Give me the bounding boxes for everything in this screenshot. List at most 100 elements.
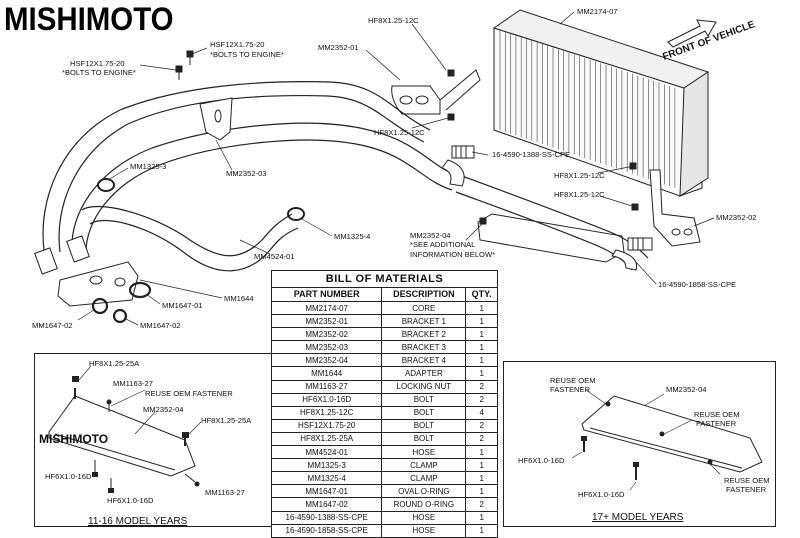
front-arrow <box>667 19 717 48</box>
fitting-left-2 <box>66 235 90 263</box>
bom-cell-part-number: MM1325-3 <box>270 458 383 473</box>
callout-hose-top: 16-4590-1388-SS-CPE <box>492 150 570 159</box>
bom-cell-part-number: MM2352-01 <box>270 314 383 329</box>
bom-cell-part-number: HSF12X1.75-20 <box>270 418 383 433</box>
detail-left-reuse: REUSE OEM FASTENER <box>145 389 233 398</box>
bom-cell-part-number: 16-4590-1388-SS-CPE <box>270 510 383 525</box>
bom-cell-part-number: MM1325-4 <box>270 471 383 486</box>
bom-cell-qty: 1 <box>465 445 498 460</box>
bom-cell-description: LOCKING NUT <box>381 379 467 394</box>
bom-cell-qty: 1 <box>465 510 498 525</box>
leader-lines <box>77 11 715 326</box>
bom-cell-part-number: MM1647-02 <box>270 497 383 512</box>
detail-left-nut-b: MM1163-27 <box>205 488 245 497</box>
cooler-core <box>492 9 710 197</box>
bom-cell-description: CORE <box>381 300 467 316</box>
bom-cell-qty: 1 <box>465 523 498 538</box>
detail-right-reuse-c2: FASTENER <box>726 485 767 494</box>
detail-left-logo: MISHIMOTO <box>39 432 109 446</box>
bom-cell-qty: 2 <box>465 379 498 394</box>
caption-11-16: 11-16 MODEL YEARS <box>88 516 188 527</box>
callout-hf8-top: HF8X1.25-12C <box>368 16 419 25</box>
bom-cell-qty: 1 <box>465 340 498 355</box>
bom-cell-qty: 1 <box>465 353 498 368</box>
bom-cell-qty: 1 <box>465 458 498 473</box>
callout-hsf-left-1: HSF12X1.75-20 <box>70 59 124 68</box>
detail-box-11-16: MISHIMOTO HF8X1.25-25A MM1163-27 REUSE O… <box>34 353 278 527</box>
o-ring-right <box>112 308 128 324</box>
caption-17-plus: 17+ MODEL YEARS <box>592 512 684 523</box>
fitting-left-1 <box>34 247 58 275</box>
detail-left-bolt-a: HF8X1.25-25A <box>89 359 140 368</box>
bom-cell-part-number: MM2352-02 <box>270 327 383 342</box>
detail-right-reuse-b2: FASTENER <box>696 419 737 428</box>
detail-right-reuse-a2: FASTENER <box>550 385 591 394</box>
bom-cell-part-number: MM1644 <box>270 366 383 381</box>
clamp-4 <box>287 207 305 221</box>
bom-cell-description: BRACKET 2 <box>381 327 467 342</box>
bracket-3 <box>199 97 233 141</box>
callout-hf8-right-1: HF8X1.25-12C <box>554 171 605 180</box>
hose-assembly <box>42 81 649 272</box>
bom-cell-description: HOSE <box>381 510 467 525</box>
bom-cell-qty: 1 <box>465 300 498 316</box>
detail-right-bolt-a: HF6X1.0-16D <box>518 456 565 465</box>
bom-cell-description: HOSE <box>381 523 467 538</box>
bom-cell-qty: 2 <box>465 431 498 447</box>
callout-hose-mid: MM4524-01 <box>254 252 295 261</box>
callout-hsf-left-2: *BOLTS TO ENGINE* <box>62 68 136 77</box>
detail-box-17-plus: REUSE OEM FASTENER MM2352-04 REUSE OEM F… <box>503 361 776 527</box>
bom-cell-qty: 1 <box>465 314 498 329</box>
bom-cell-description: OVAL O-RING <box>381 484 467 499</box>
oval-o-ring <box>128 281 152 299</box>
detail-right-bolt-b: HF6X1.0-16D <box>578 490 625 499</box>
bracket-4-detail-left <box>48 365 202 493</box>
bom-cell-qty: 2 <box>465 418 498 433</box>
bom-cell-qty: 2 <box>465 392 498 407</box>
bom-cell-part-number: HF8X1.25-12C <box>270 405 383 420</box>
callout-oring-2-left: MM1647-02 <box>32 321 73 330</box>
bom-header-qty: QTY. <box>465 287 498 302</box>
callout-hf8-bottom: HF8X1.25-12C <box>374 128 425 137</box>
bom-cell-description: BRACKET 3 <box>381 340 467 355</box>
callout-hsf-mid-1: HSF12X1.75-20 <box>210 40 264 49</box>
bom-cell-qty: 1 <box>465 366 498 381</box>
bill-of-materials-table: BILL OF MATERIALS PART NUMBER DESCRIPTIO… <box>270 270 498 538</box>
bom-cell-part-number: MM1647-01 <box>270 484 383 499</box>
callout-oring-1: MM1647-01 <box>162 301 203 310</box>
callout-clamp-4: MM1325-4 <box>334 232 370 241</box>
bom-cell-description: BRACKET 1 <box>381 314 467 329</box>
callout-adapter: MM1644 <box>224 294 254 303</box>
bracket-2 <box>649 169 701 247</box>
bracket-1 <box>391 69 481 115</box>
callout-clamp-3: MM1325-3 <box>130 162 166 171</box>
bom-cell-part-number: MM1163-27 <box>270 379 383 394</box>
detail-right-reuse-a1: REUSE OEM <box>550 376 596 385</box>
bom-title: BILL OF MATERIALS <box>271 270 498 288</box>
callout-bracket-4-2: *SEE ADDITIONAL <box>410 240 475 249</box>
bom-cell-qty: 1 <box>465 471 498 486</box>
detail-left-bolt-d: HF6X1.0-16D <box>107 496 154 505</box>
detail-right-reuse-c1: REUSE OEM <box>724 476 770 485</box>
callout-hsf-mid-2: *BOLTS TO ENGINE* <box>210 50 284 59</box>
bom-cell-description: ADAPTER <box>381 366 467 381</box>
bom-cell-part-number: MM2352-04 <box>270 353 383 368</box>
bom-cell-qty: 2 <box>465 497 498 512</box>
detail-right-reuse-b1: REUSE OEM <box>694 410 740 419</box>
